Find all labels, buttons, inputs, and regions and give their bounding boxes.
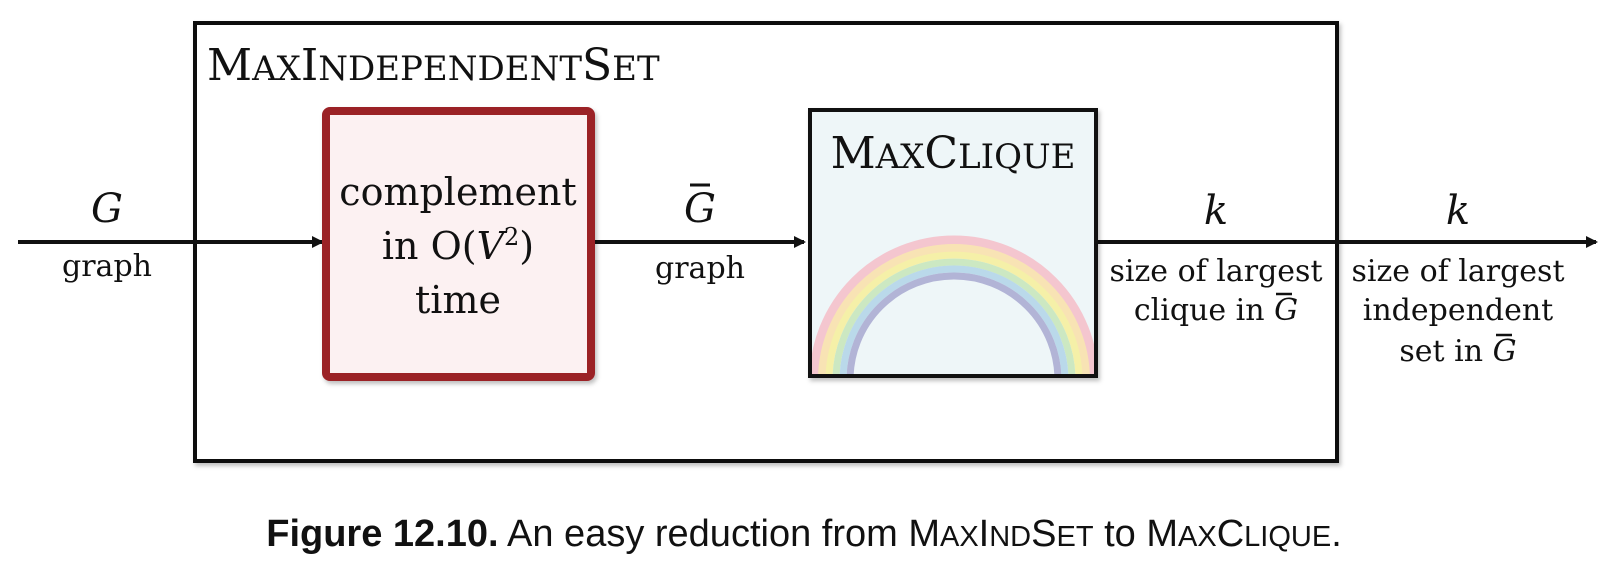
max-clique-title: MAXCLIQUE [831, 128, 1076, 179]
complement-line3: time [415, 278, 501, 322]
complement-line2: in O(V2) [382, 223, 534, 268]
rainbow-icon [810, 235, 1096, 376]
independent-size-line1: size of largest [1351, 254, 1564, 289]
complement-box [322, 107, 595, 381]
complement-graph-label: graph [655, 251, 745, 286]
input-graph-symbol: G [91, 186, 123, 232]
clique-size-line1: size of largest [1109, 254, 1322, 289]
complement-line1: complement [339, 170, 576, 214]
input-graph-label: graph [62, 249, 152, 284]
max-independent-set-title: MAXINDEPENDENTSET [207, 40, 660, 91]
figure-caption: Figure 12.10. An easy reduction from MAX… [266, 513, 1342, 555]
independent-size-symbol: k [1446, 188, 1470, 234]
independent-size-line2: independent [1363, 293, 1554, 328]
independent-size-line3: set in G [1399, 334, 1516, 369]
clique-size-line2: clique in G [1134, 293, 1298, 328]
complement-graph-symbol: G [684, 186, 716, 232]
clique-size-symbol: k [1204, 188, 1228, 234]
